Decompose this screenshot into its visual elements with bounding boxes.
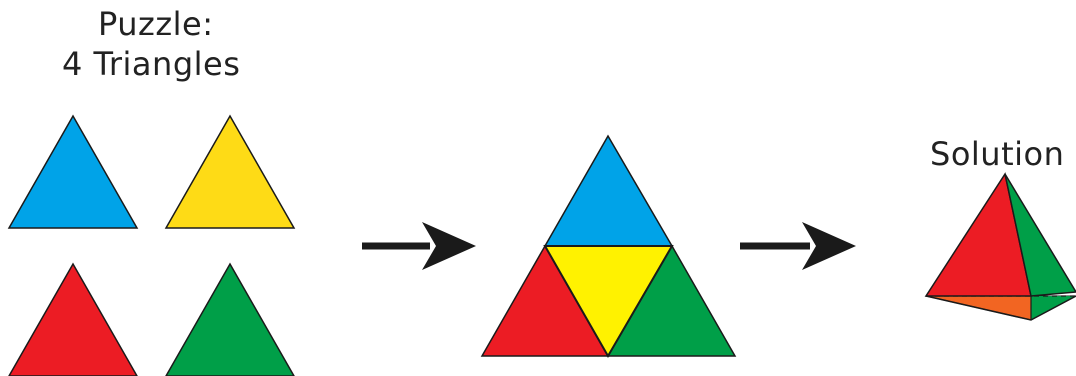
tetrahedron-solution [926,174,1076,320]
net-blue-triangle [545,136,672,246]
assembled-net [482,136,735,356]
arrow-2 [740,222,856,270]
piece-green-triangle [166,264,294,376]
piece-yellow-triangle [166,116,294,228]
piece-red-triangle [9,264,137,376]
arrow-1 [362,222,476,270]
piece-blue-triangle [9,116,137,228]
